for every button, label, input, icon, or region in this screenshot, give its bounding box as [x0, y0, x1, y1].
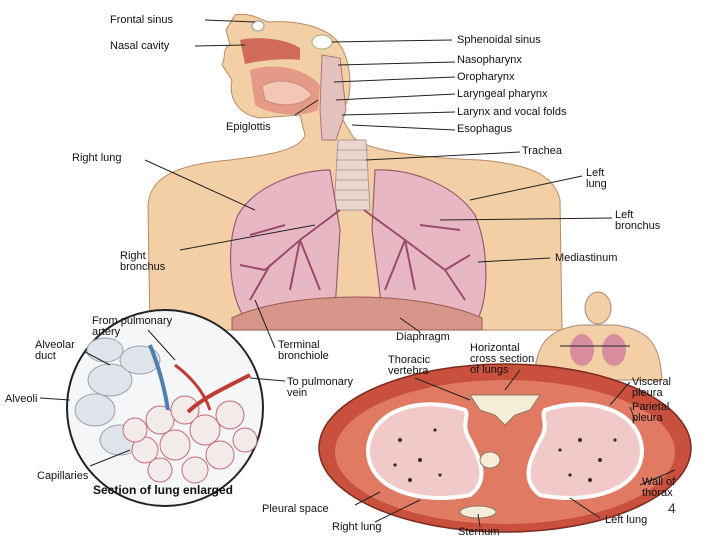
- label-left-lung-1: Left: [586, 167, 605, 179]
- leader-lines: [39, 19, 676, 528]
- label-parietal-pleura-1: Parietal: [632, 401, 670, 413]
- thorax-cross-section: [318, 363, 692, 533]
- label-right-lung: Right lung: [72, 152, 122, 164]
- small-figure: [533, 291, 663, 381]
- alveoli-magnified: [66, 309, 264, 507]
- label-alveolar-duct-2: duct: [35, 350, 56, 362]
- label-larynx-vocal-folds: Larynx and vocal folds: [457, 106, 567, 118]
- label-wall-thorax-1: Wall of: [642, 476, 676, 488]
- label-to-pulmonary-1: To pulmonary: [287, 376, 354, 388]
- page-number: 4: [668, 500, 676, 516]
- label-from-pulmonary-2: artery: [92, 326, 121, 338]
- label-right-bronchus-1: Right: [120, 250, 146, 262]
- label-right-lung-bottom: Right lung: [332, 521, 382, 533]
- label-esophagus: Esophagus: [457, 123, 513, 135]
- label-left-lung-2: lung: [586, 178, 607, 190]
- right-lung-shape: [229, 169, 341, 319]
- label-capillaries: Capillaries: [37, 470, 89, 482]
- label-horizontal-section-1: Horizontal: [470, 342, 520, 354]
- label-parietal-pleura-2: pleura: [632, 412, 663, 424]
- diaphragm-shape: [231, 296, 483, 331]
- label-wall-thorax-2: thorax: [642, 487, 673, 499]
- label-sphenoidal-sinus: Sphenoidal sinus: [457, 34, 541, 46]
- label-left-bronchus-1: Left: [615, 209, 634, 221]
- label-sternum: Sternum: [458, 526, 500, 538]
- label-pleural-space: Pleural space: [262, 503, 329, 515]
- label-frontal-sinus: Frontal sinus: [110, 14, 173, 26]
- label-terminal-bronchiole-2: bronchiole: [278, 350, 329, 362]
- label-diaphragm: Diaphragm: [396, 331, 450, 343]
- frontal-sinus-shape: [251, 20, 265, 32]
- label-nasal-cavity: Nasal cavity: [110, 40, 170, 52]
- label-left-bronchus-2: bronchus: [615, 220, 661, 232]
- trachea-shape: [333, 139, 371, 211]
- label-visceral-pleura-1: Visceral: [632, 376, 671, 388]
- right-pleural-cavity: [365, 402, 484, 500]
- label-oropharynx: Oropharynx: [457, 71, 515, 83]
- label-mediastinum: Mediastinum: [555, 252, 618, 264]
- label-laryngeal-pharynx: Laryngeal pharynx: [457, 88, 548, 100]
- section-caption: Section of lung enlarged: [93, 483, 234, 497]
- tongue: [261, 80, 313, 106]
- sphenoidal-sinus-shape: [311, 34, 333, 50]
- label-to-pulmonary-2: vein: [287, 387, 308, 399]
- label-from-pulmonary-1: From pulmonary: [92, 315, 173, 327]
- sternum-shape: [459, 505, 497, 519]
- label-trachea: Trachea: [522, 145, 562, 157]
- nasal-cavity: [240, 38, 300, 64]
- label-alveoli: Alveoli: [5, 393, 38, 405]
- label-nasopharynx: Nasopharynx: [457, 54, 522, 66]
- left-pleural-cavity: [526, 402, 645, 500]
- label-horizontal-section-3: of lungs: [470, 364, 509, 376]
- label-left-lung-bottom: Left lung: [605, 514, 648, 526]
- label-thoracic-vertebra-1: Thoracic: [388, 354, 431, 366]
- vertebra-shape: [469, 394, 541, 426]
- bronchial-tree: [239, 209, 471, 301]
- label-right-bronchus-2: bronchus: [120, 261, 166, 273]
- label-horizontal-section-2: cross section: [470, 353, 535, 365]
- label-thoracic-vertebra-2: vertebra: [388, 365, 429, 377]
- label-terminal-bronchiole-1: Terminal: [278, 339, 320, 351]
- label-visceral-pleura-2: pleura: [632, 387, 663, 399]
- label-epiglottis: Epiglottis: [226, 121, 271, 133]
- pharynx: [319, 54, 347, 141]
- label-alveolar-duct-1: Alveolar: [35, 339, 75, 351]
